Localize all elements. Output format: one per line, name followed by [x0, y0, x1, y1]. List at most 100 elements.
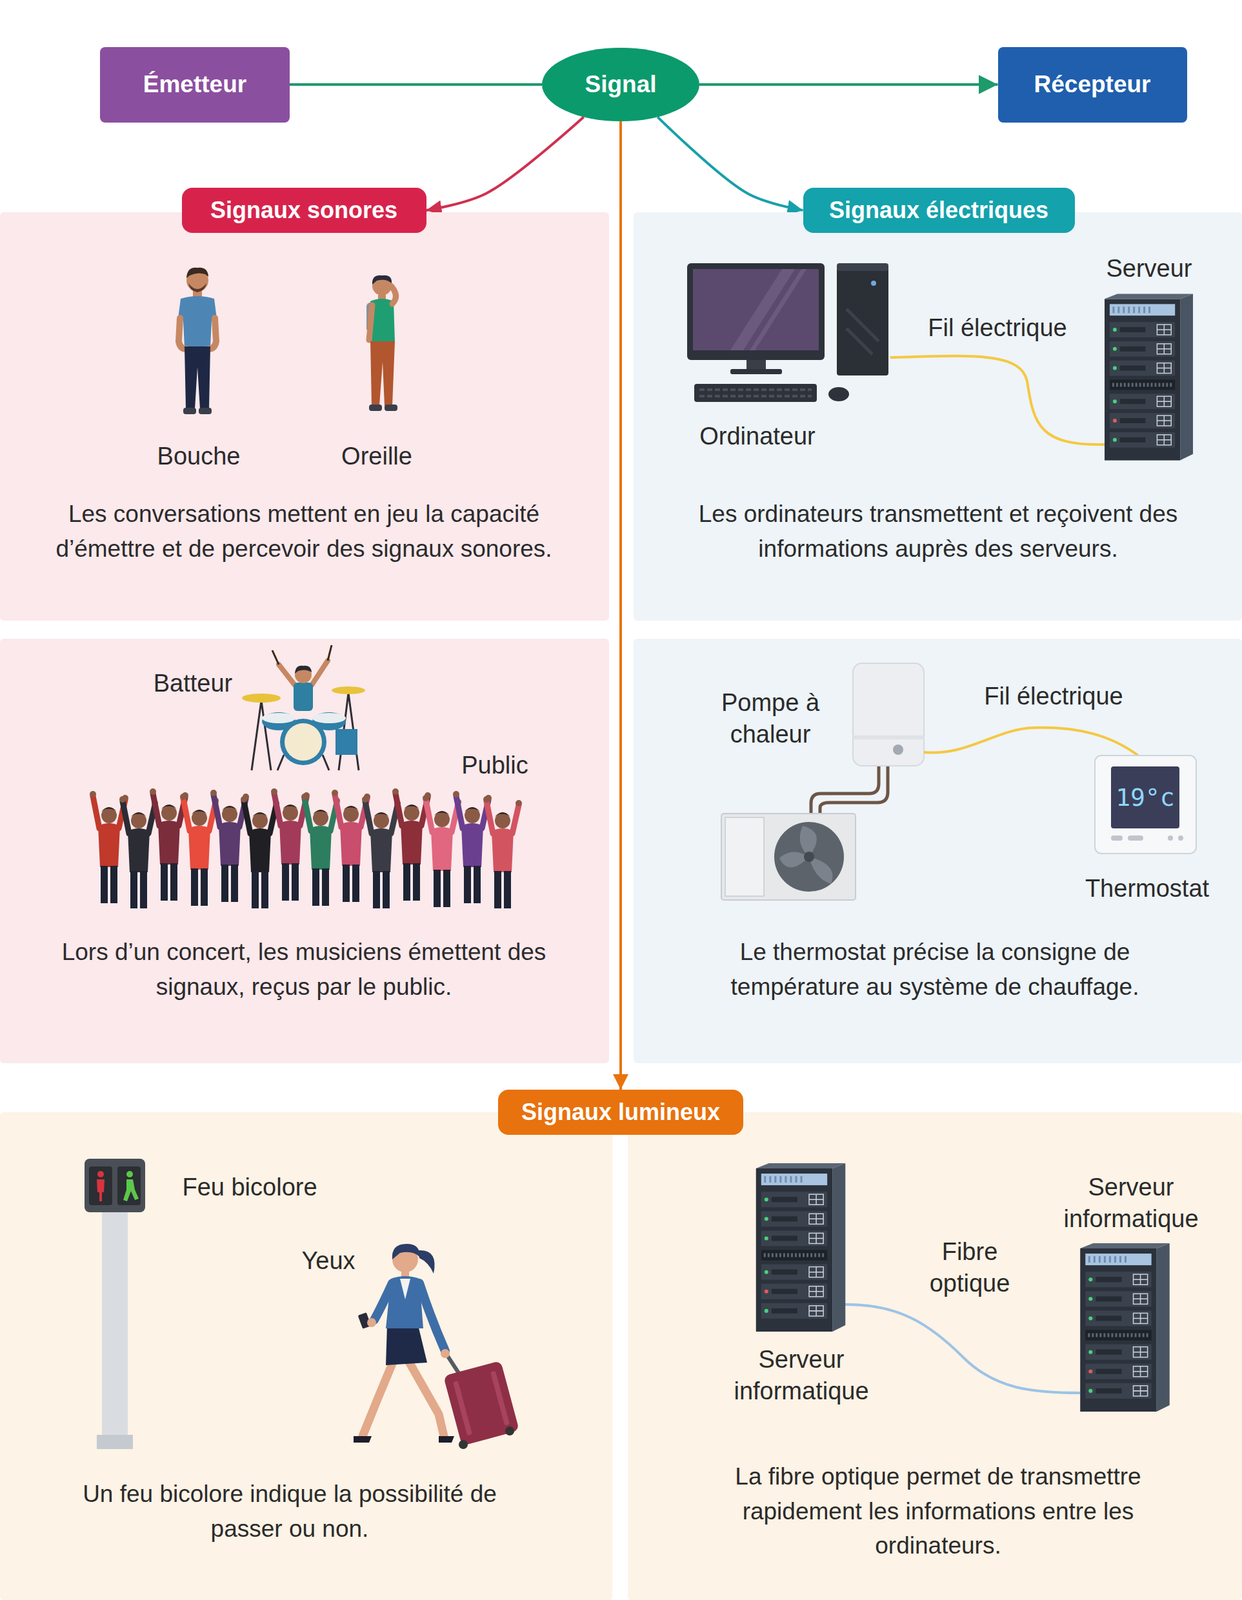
computer-monitor — [687, 263, 825, 361]
text-slot: Ordinateur — [673, 420, 842, 453]
text-slot: Serveur — [1071, 252, 1227, 285]
walking-woman — [438, 1436, 455, 1443]
illustration-label: Public — [430, 749, 560, 782]
illustration-label: Pompe à chaleur — [699, 687, 842, 752]
text-slot: Fil électrique — [894, 312, 1101, 344]
category-tag: Signaux électriques — [803, 187, 1075, 233]
traffic-light — [101, 1212, 128, 1445]
example-panel: Serveur informatiqueFibre optiqueServeur… — [627, 1112, 1242, 1600]
receiver-box: Récepteur — [998, 47, 1188, 123]
text-slot: Serveur informatique — [711, 1343, 892, 1408]
illustration-label: Thermostat — [1063, 872, 1232, 905]
text-slot: Lors d’un concert, les musiciens émetten… — [52, 934, 556, 1004]
speaking-man — [183, 407, 197, 415]
text-slot: Batteur — [128, 667, 258, 700]
text-slot: Public — [430, 749, 560, 782]
computer-monitor — [749, 269, 807, 351]
heat-pump — [852, 735, 924, 740]
text-slot: Le thermostat précise la consigne de tem… — [676, 934, 1193, 1004]
text-slot: Yeux — [289, 1245, 368, 1277]
drum-kit — [284, 723, 322, 761]
thermostat-device — [1094, 755, 1197, 854]
thermostat-display: 19°c — [1111, 781, 1180, 814]
thermostat-device — [1167, 835, 1173, 841]
illustration-label: Batteur — [128, 667, 258, 700]
signal-ellipse: Signal — [541, 47, 700, 122]
traffic-light — [89, 1166, 113, 1206]
traffic-light — [96, 1434, 133, 1450]
drum-kit — [280, 718, 327, 766]
illustration-label: Bouche — [127, 440, 270, 473]
panel-description: La fibre optique permet de transmettre r… — [680, 1459, 1197, 1564]
thermostat-device — [1111, 835, 1123, 841]
crowd — [301, 793, 341, 906]
computer-tower — [871, 280, 877, 286]
speaking-man — [184, 346, 211, 410]
example-panel: BoucheOreilleLes conversations mettent e… — [0, 212, 610, 621]
walking-woman — [385, 1325, 428, 1366]
walking-woman — [392, 1243, 420, 1260]
keyboard-mouse — [694, 383, 817, 402]
text-slot: Bouche — [127, 440, 270, 473]
text-slot: Les ordinateurs transmettent et reçoiven… — [686, 496, 1190, 566]
traffic-light — [96, 1179, 105, 1202]
walking-woman — [374, 1283, 393, 1321]
speaking-man — [178, 296, 217, 348]
server-rack — [1104, 293, 1193, 461]
crowd — [422, 794, 462, 908]
panel-description: Un feu bicolore indique la possibilité d… — [57, 1476, 522, 1546]
tag-title: Signaux sonores — [210, 196, 398, 224]
text-slot: Serveur informatique — [1040, 1171, 1222, 1236]
traffic-light — [123, 1179, 139, 1202]
example-panel: ServeurFil électriqueOrdinateurLes ordin… — [633, 212, 1242, 621]
walking-woman — [458, 1440, 468, 1450]
heat-pump — [852, 663, 924, 766]
speaking-man — [188, 283, 207, 293]
tag-title: Signaux lumineux — [521, 1098, 721, 1126]
walking-woman — [418, 1250, 435, 1274]
heat-pump — [774, 821, 844, 892]
illustration-label: Fibre optique — [905, 1236, 1035, 1301]
traffic-light — [84, 1158, 146, 1213]
listening-man — [390, 285, 397, 304]
walking-woman — [400, 1278, 411, 1300]
keyboard-mouse — [828, 387, 850, 402]
walking-woman — [443, 1360, 520, 1446]
listening-man — [369, 404, 382, 411]
text-slot: Un feu bicolore indique la possibilité d… — [57, 1476, 522, 1546]
electric-wire — [923, 727, 1139, 756]
illustration-label: Fil électrique — [894, 312, 1101, 344]
heat-pump — [892, 744, 904, 755]
walking-woman — [490, 1371, 510, 1426]
heat-pump — [820, 765, 888, 814]
walking-woman — [505, 1426, 515, 1436]
text-slot: 19°c — [1111, 781, 1180, 814]
drum-kit — [294, 665, 312, 674]
traffic-light — [84, 1158, 146, 1450]
text-slot: Thermostat — [1063, 872, 1232, 905]
ellipse-shape — [541, 47, 700, 122]
listening-man — [372, 275, 392, 285]
example-panel: Feu bicoloreYeuxUn feu bicolore indique … — [0, 1112, 613, 1600]
panel-description: Lors d’un concert, les musiciens émetten… — [52, 934, 556, 1004]
signal-connector — [657, 116, 803, 211]
drum-kit — [331, 686, 366, 695]
speaking-man — [178, 267, 217, 415]
drum-kit — [293, 682, 313, 712]
crowd — [483, 796, 522, 909]
drum-kit — [241, 693, 281, 703]
illustration-label: Yeux — [289, 1245, 368, 1277]
text-slot: Fibre optique — [905, 1236, 1035, 1301]
crowd — [119, 796, 159, 909]
heat-pump — [809, 856, 833, 884]
crowd — [89, 788, 522, 909]
panel-description: Le thermostat précise la consigne de tem… — [676, 934, 1193, 1004]
box-title: Récepteur — [1034, 70, 1152, 99]
signal-connector — [426, 116, 584, 211]
computer-tower — [836, 263, 889, 376]
optical-fibre — [843, 1304, 1081, 1393]
emitter-box: Émetteur — [100, 47, 290, 123]
speaking-man — [208, 318, 217, 350]
example-panel: BatteurPublicLors d’un concert, les musi… — [0, 638, 610, 1064]
